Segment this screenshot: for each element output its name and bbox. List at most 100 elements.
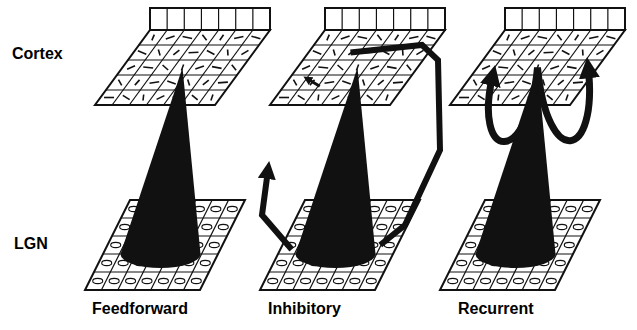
orientation-bar (538, 37, 548, 39)
orientation-bar (232, 65, 236, 70)
orientation-bar (138, 51, 146, 54)
receptive-field (377, 224, 387, 229)
orientation-bar (195, 66, 204, 69)
grid-line (461, 89, 581, 90)
orientation-bar (596, 50, 603, 54)
orientation-bar (573, 81, 583, 83)
projection-cone (296, 68, 376, 268)
orientation-bar (166, 36, 175, 39)
orientation-bar (293, 80, 296, 86)
orientation-bar (202, 35, 206, 40)
orientation-bar (192, 95, 198, 100)
receptive-field (582, 206, 592, 211)
orientation-bar (332, 96, 340, 100)
grid-line (269, 271, 384, 272)
grid-line (393, 8, 394, 30)
orientation-bar (167, 81, 175, 84)
receptive-field (564, 242, 574, 247)
receptive-field (142, 278, 152, 283)
orientation-bar (378, 80, 384, 85)
orientation-bar (416, 50, 423, 54)
receptive-field (295, 224, 305, 229)
orientation-bar (505, 82, 515, 84)
receptive-field (209, 242, 219, 247)
orientation-bar (582, 50, 584, 56)
receptive-field (317, 278, 327, 283)
orientation-bar (473, 80, 476, 86)
panel-caption: Inhibitory (268, 300, 341, 318)
grid-line (359, 8, 360, 30)
orientation-bar (395, 35, 399, 41)
circuit-panel (260, 8, 445, 290)
orientation-bar (589, 36, 598, 38)
receptive-field (277, 260, 287, 265)
orientation-bar (513, 50, 515, 56)
orientation-bar (558, 80, 564, 85)
grid-line (483, 59, 603, 60)
grid-line (128, 59, 248, 60)
orientation-bar (426, 36, 435, 39)
receptive-field (333, 278, 343, 283)
grid-line (373, 30, 428, 105)
grid-line (449, 271, 564, 272)
orientation-bar (547, 95, 553, 100)
receptive-field (375, 260, 385, 265)
orientation-bar (493, 51, 501, 54)
orientation-bar (544, 51, 554, 53)
orientation-bar (173, 50, 179, 55)
receptive-field (120, 224, 130, 229)
grid-line (494, 44, 614, 45)
orientation-bar (333, 50, 335, 56)
orientation-bar (402, 50, 404, 56)
grid-line (519, 30, 574, 105)
orientation-bar (522, 81, 530, 84)
orientation-bar (459, 97, 469, 99)
grid-line (112, 30, 167, 105)
projection-cone (121, 68, 201, 269)
receptive-field (497, 278, 507, 283)
grid-line (281, 89, 401, 90)
inhibitory-path (307, 79, 320, 87)
grid-line (522, 8, 523, 30)
receptive-field (202, 224, 212, 229)
receptive-field (481, 278, 491, 283)
grid-line (106, 89, 226, 90)
orientation-bar (241, 50, 248, 54)
orientation-bar (251, 36, 260, 39)
cortex-wall (150, 8, 270, 30)
orientation-bar (393, 81, 403, 83)
receptive-field (93, 278, 103, 283)
orientation-bar (143, 66, 153, 69)
orientation-bar (123, 95, 130, 99)
orientation-bar (407, 65, 411, 70)
grid-line (184, 8, 185, 30)
orientation-bar (507, 35, 509, 41)
orientation-bar (386, 95, 388, 101)
orientation-bar (234, 36, 243, 38)
receptive-field (566, 206, 576, 211)
orientation-bar (207, 51, 215, 55)
grid-line (590, 8, 591, 30)
receptive-field (386, 206, 396, 211)
grid-line (252, 8, 253, 30)
orientation-bar (342, 81, 350, 84)
receptive-field (513, 278, 523, 283)
orientation-bar (566, 95, 568, 101)
orientation-bar (135, 80, 140, 85)
grid-line (181, 30, 236, 105)
layer-label: Cortex (12, 45, 63, 63)
grid-line (467, 30, 522, 105)
grid-line (201, 8, 202, 30)
orientation-bar (498, 66, 508, 69)
receptive-field (557, 224, 567, 229)
circuit-panel (85, 8, 270, 290)
grid-line (198, 30, 253, 105)
grid-line (218, 8, 219, 30)
receptive-field (475, 224, 485, 229)
grid-line (427, 8, 428, 30)
orientation-bar (528, 50, 534, 55)
orientation-bar (183, 37, 193, 39)
circuit-panel (440, 8, 625, 290)
orientation-bar (203, 80, 209, 85)
orientation-bar (575, 35, 579, 41)
